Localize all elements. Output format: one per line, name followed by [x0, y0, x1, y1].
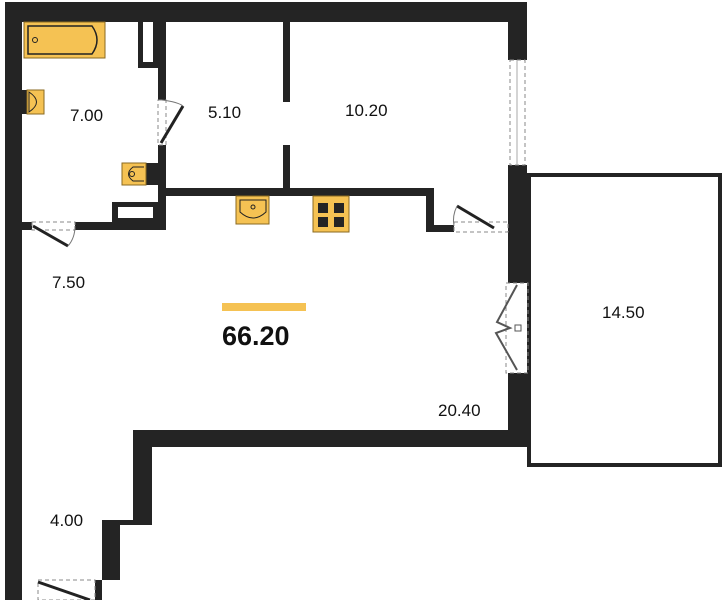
- entry-door[interactable]: [37, 579, 96, 600]
- right-wall-low: [508, 373, 527, 447]
- total-accent-bar: [222, 303, 306, 311]
- door-bathroom-hall[interactable]: [31, 221, 76, 248]
- right-wall-mid: [508, 165, 527, 283]
- left-wall: [5, 2, 22, 600]
- area-bedroom: 10.20: [345, 101, 388, 120]
- bath-niche: [112, 202, 158, 222]
- entry-wall: [95, 430, 152, 600]
- kitchen-wall: [166, 188, 432, 196]
- room-divider-low: [283, 145, 290, 188]
- shaft: [138, 22, 158, 68]
- total-area: 66.20: [222, 321, 290, 351]
- area-entry: 4.00: [50, 511, 83, 530]
- bath-bottom-wall: [75, 222, 166, 230]
- kitchen-wall-step: [426, 188, 434, 232]
- sink-bathroom-icon: [22, 89, 45, 115]
- bathtub-icon: [23, 21, 106, 59]
- area-balcony: 14.50: [602, 303, 645, 322]
- partition-bath: [158, 22, 166, 100]
- door-jamb: [22, 222, 32, 230]
- area-living-kitchen: 20.40: [438, 401, 481, 420]
- area-bathroom: 7.00: [70, 106, 103, 125]
- balcony-door[interactable]: [494, 282, 529, 374]
- door-bedroom[interactable]: [452, 204, 509, 233]
- kitchen-wall-end: [426, 225, 454, 232]
- partition-bath-low: [158, 145, 166, 230]
- top-wall: [5, 2, 527, 22]
- balcony-outline: [527, 173, 722, 467]
- area-room-small: 5.10: [208, 103, 241, 122]
- area-hall: 7.50: [52, 273, 85, 292]
- door-bathroom-room[interactable]: [157, 99, 185, 146]
- toilet-icon: [121, 162, 147, 186]
- room-divider-top: [283, 22, 290, 102]
- bottom-wall: [133, 430, 527, 447]
- walls: [5, 2, 527, 600]
- kitchen-sink-icon: [235, 195, 270, 225]
- toilet-block: [146, 163, 158, 185]
- stove-icon: [312, 195, 350, 233]
- right-wall-top: [508, 2, 527, 60]
